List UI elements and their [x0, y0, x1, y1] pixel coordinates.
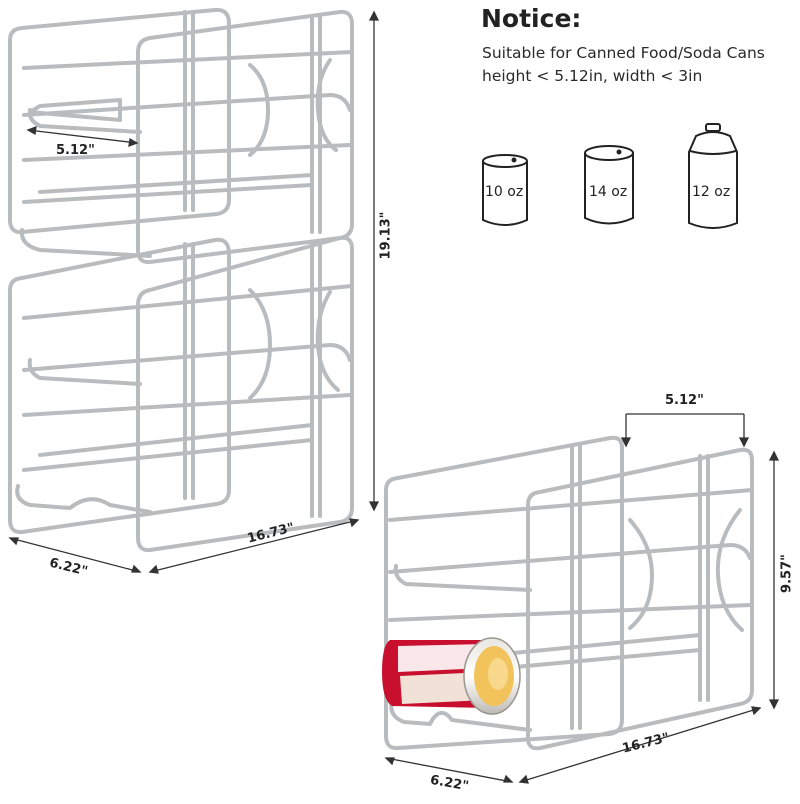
single-rack: [384, 435, 754, 751]
notice-title: Notice:: [481, 4, 582, 33]
can-label-12oz: 12 oz: [692, 184, 731, 200]
single-dimension-lines: [384, 413, 780, 784]
stacked-height-dimension: 19.13": [378, 211, 394, 260]
short-can-icon: [482, 154, 528, 226]
notice-line-1: Suitable for Canned Food/Soda Cans: [482, 44, 765, 62]
stacked-rack: [8, 7, 354, 553]
single-gap-dimension: 5.12": [665, 393, 704, 408]
stacked-gap-dimension: 5.12": [56, 143, 95, 158]
soup-can: [382, 637, 521, 715]
notice-line-2: height < 5.12in, width < 3in: [482, 67, 703, 85]
can-label-14oz: 14 oz: [589, 184, 628, 200]
single-height-dimension: 9.57": [779, 554, 795, 593]
medium-can-icon: [584, 145, 634, 225]
stacked-dimension-lines: [8, 10, 380, 574]
soda-can-icon: [688, 123, 738, 229]
can-label-10oz: 10 oz: [485, 184, 524, 200]
